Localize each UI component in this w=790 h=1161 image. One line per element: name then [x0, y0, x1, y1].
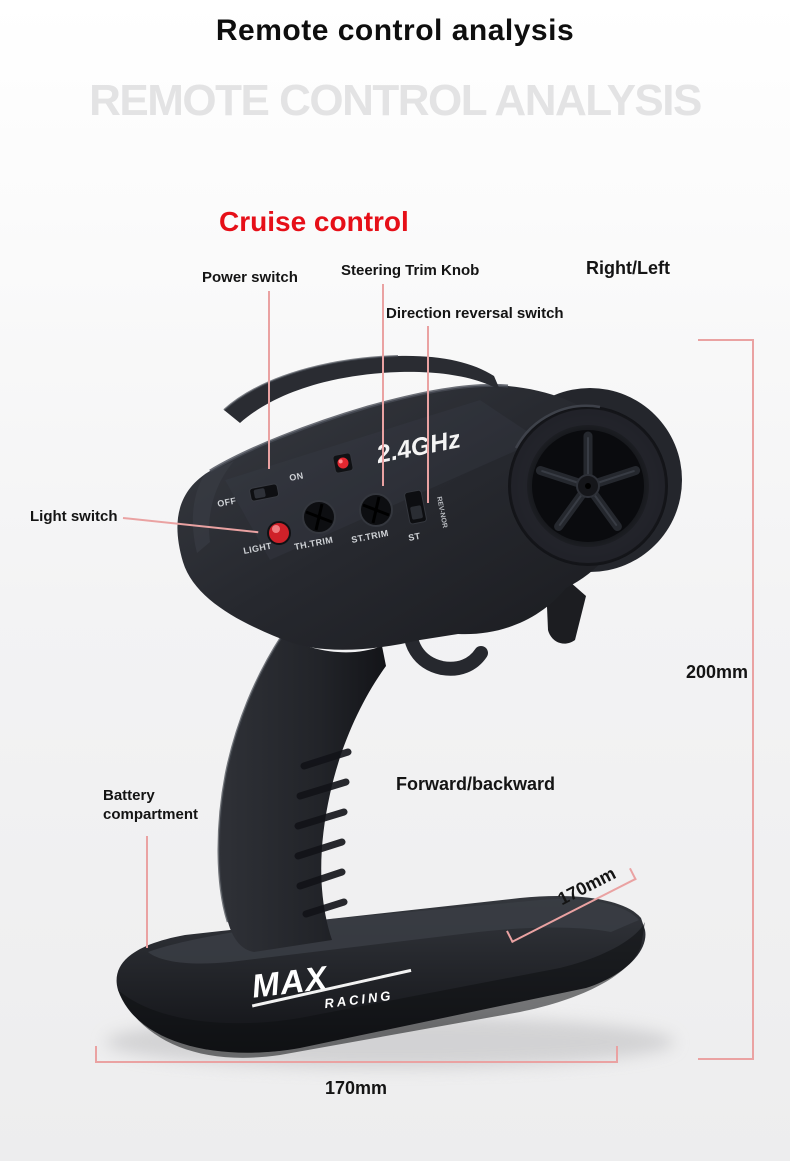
dimension-bracket-height — [698, 339, 754, 1060]
callout-line-steering-trim-knob — [382, 284, 384, 486]
throttle-trim-knob — [302, 500, 336, 534]
callout-line-direction-reversal-switch — [427, 326, 429, 503]
watermark-text: REMOTE CONTROL ANALYSIS — [89, 76, 702, 125]
label-power-switch: Power switch — [202, 269, 298, 286]
brand-underline — [251, 968, 412, 1008]
label-direction-reversal-switch: Direction reversal switch — [386, 305, 564, 322]
power-led — [332, 452, 354, 474]
light-button — [267, 521, 291, 545]
page-title: Remote control analysis — [215, 14, 575, 47]
label-cruise-control: Cruise control — [219, 206, 409, 237]
steering-trim-knob-control — [359, 493, 393, 527]
direction-reversal-switch-control — [404, 489, 427, 525]
callout-line-battery-compartment — [146, 836, 148, 948]
steering-wheel — [508, 404, 668, 566]
dimension-length: 170mm — [324, 1078, 388, 1098]
label-forward-backward: Forward/backward — [396, 774, 556, 794]
dimension-height: 200mm — [686, 662, 749, 682]
label-right-left: Right/Left — [586, 258, 670, 278]
pistol-grip — [217, 635, 386, 952]
label-battery-compartment: Battery compartment — [103, 787, 199, 823]
carry-handle — [223, 355, 500, 423]
power-switch-control — [249, 483, 280, 502]
label-steering-trim-knob: Steering Trim Knob — [341, 262, 480, 279]
off-label: OFF — [216, 495, 237, 508]
label-light-switch: Light switch — [30, 508, 118, 525]
grip-ribs — [294, 748, 352, 918]
st-label: ST — [407, 531, 421, 543]
on-label: ON — [288, 470, 304, 483]
callout-line-power-switch — [268, 291, 270, 469]
dimension-bracket-length — [95, 1046, 618, 1063]
